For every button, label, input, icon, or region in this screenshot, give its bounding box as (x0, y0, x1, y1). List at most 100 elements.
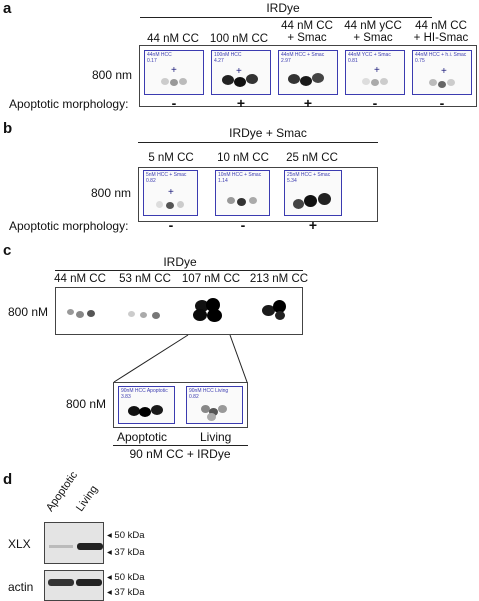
panel-b-letter: b (3, 120, 13, 137)
spot (166, 202, 174, 209)
band (77, 543, 103, 550)
spot (275, 311, 285, 320)
header-text-line: + Smac (353, 32, 393, 44)
panel-b-col-header: 5 nM CC (148, 152, 194, 164)
header-text-line: 44 nM CC (415, 20, 467, 32)
spot (438, 81, 446, 88)
panel-d-letter: d (3, 471, 13, 488)
panel-c-col-header: 107 nM CC (181, 273, 241, 285)
spot (207, 413, 216, 421)
spot (227, 197, 235, 204)
spot (362, 78, 370, 85)
panel-d-marker: ◂ 37 kDa (107, 547, 145, 558)
header-line: 44 nM yCC+ Smac (338, 20, 408, 44)
spot (156, 201, 163, 208)
header-line: 44 nM CC+ Smac (272, 20, 342, 44)
spot (209, 408, 218, 416)
panel-c-col-header: 44 nM CC (54, 273, 106, 285)
panel-b-morphology-value: - (168, 217, 174, 233)
crosshair-icon: + (236, 66, 242, 77)
header-text-line: 44 nM yCC (344, 20, 402, 32)
panel-b-col-header: 10 nM CC (217, 152, 269, 164)
panel-b-col-header: 25 nM CC (286, 152, 338, 164)
spot (206, 298, 220, 312)
panel-a-morphology-label: Apoptotic morphology: (9, 97, 129, 111)
panel-a-group-title: IRDye (266, 1, 300, 15)
spot (128, 406, 140, 416)
panel-c-membrane-frame (55, 287, 303, 335)
spot (262, 305, 275, 316)
spot (246, 74, 258, 84)
panel-a-col-header: 44 nM CC+ HI-Smac (404, 20, 478, 44)
spot (234, 77, 246, 87)
spot (170, 79, 178, 86)
header-text-line: + Smac (287, 32, 327, 44)
panel-c-inset-rule (113, 445, 248, 446)
spot (300, 76, 312, 86)
panel-b-morphology-value: + (308, 217, 318, 233)
panel-d-blot-actin (44, 570, 104, 601)
panel-a-title-rule (140, 17, 432, 18)
spot (140, 312, 147, 318)
panel-c-col-header: 213 nM CC (249, 273, 309, 285)
crosshair-icon: + (441, 66, 447, 77)
panel-d-blot-label: actin (8, 580, 34, 594)
spot (87, 310, 95, 317)
spot (139, 407, 151, 417)
panel-b-morphology-value: - (240, 217, 246, 233)
panel-a-col-header: 44 nM CC (147, 33, 199, 45)
spot (76, 311, 84, 318)
spot (237, 198, 246, 206)
spot (193, 309, 207, 321)
header-text-line: + HI-Smac (413, 32, 469, 44)
panel-b-group-title: IRDye + Smac (229, 126, 307, 140)
panel-a-col-header: 44 nM CC+ Smac (272, 20, 342, 44)
crosshair-icon: + (168, 187, 174, 198)
panel-d-marker: ◂ 37 kDa (107, 587, 145, 598)
band (49, 545, 73, 548)
panel-c-letter: c (3, 242, 12, 259)
spot (288, 74, 300, 84)
spot (161, 78, 169, 85)
band (76, 579, 102, 586)
spot (179, 78, 187, 85)
panel-c-inset-lane-label: Living (200, 430, 232, 444)
spot (151, 405, 163, 415)
panel-c-inset-caption: 90 nM CC + IRDye (129, 447, 231, 461)
panel-c-group-title: IRDye (163, 255, 197, 269)
spot (447, 79, 455, 86)
header-text-line: 44 nM CC (281, 20, 333, 32)
panel-b-morphology-label: Apoptotic morphology: (9, 219, 129, 233)
spot (293, 199, 304, 209)
band (48, 579, 74, 586)
crosshair-icon: + (374, 65, 380, 76)
spot (249, 197, 257, 204)
panel-c-row-label: 800 nM (8, 305, 49, 319)
spot (371, 79, 379, 86)
panel-a-morphology-value: - (372, 95, 378, 111)
panel-a-letter: a (3, 0, 12, 17)
panel-a-col-header: 100 nM CC (209, 33, 269, 45)
spot (67, 309, 74, 315)
spot (429, 79, 437, 86)
panel-d-marker: ◂ 50 kDa (107, 530, 145, 541)
panel-c-title-rule (55, 270, 303, 271)
panel-b-title-rule (138, 142, 378, 143)
